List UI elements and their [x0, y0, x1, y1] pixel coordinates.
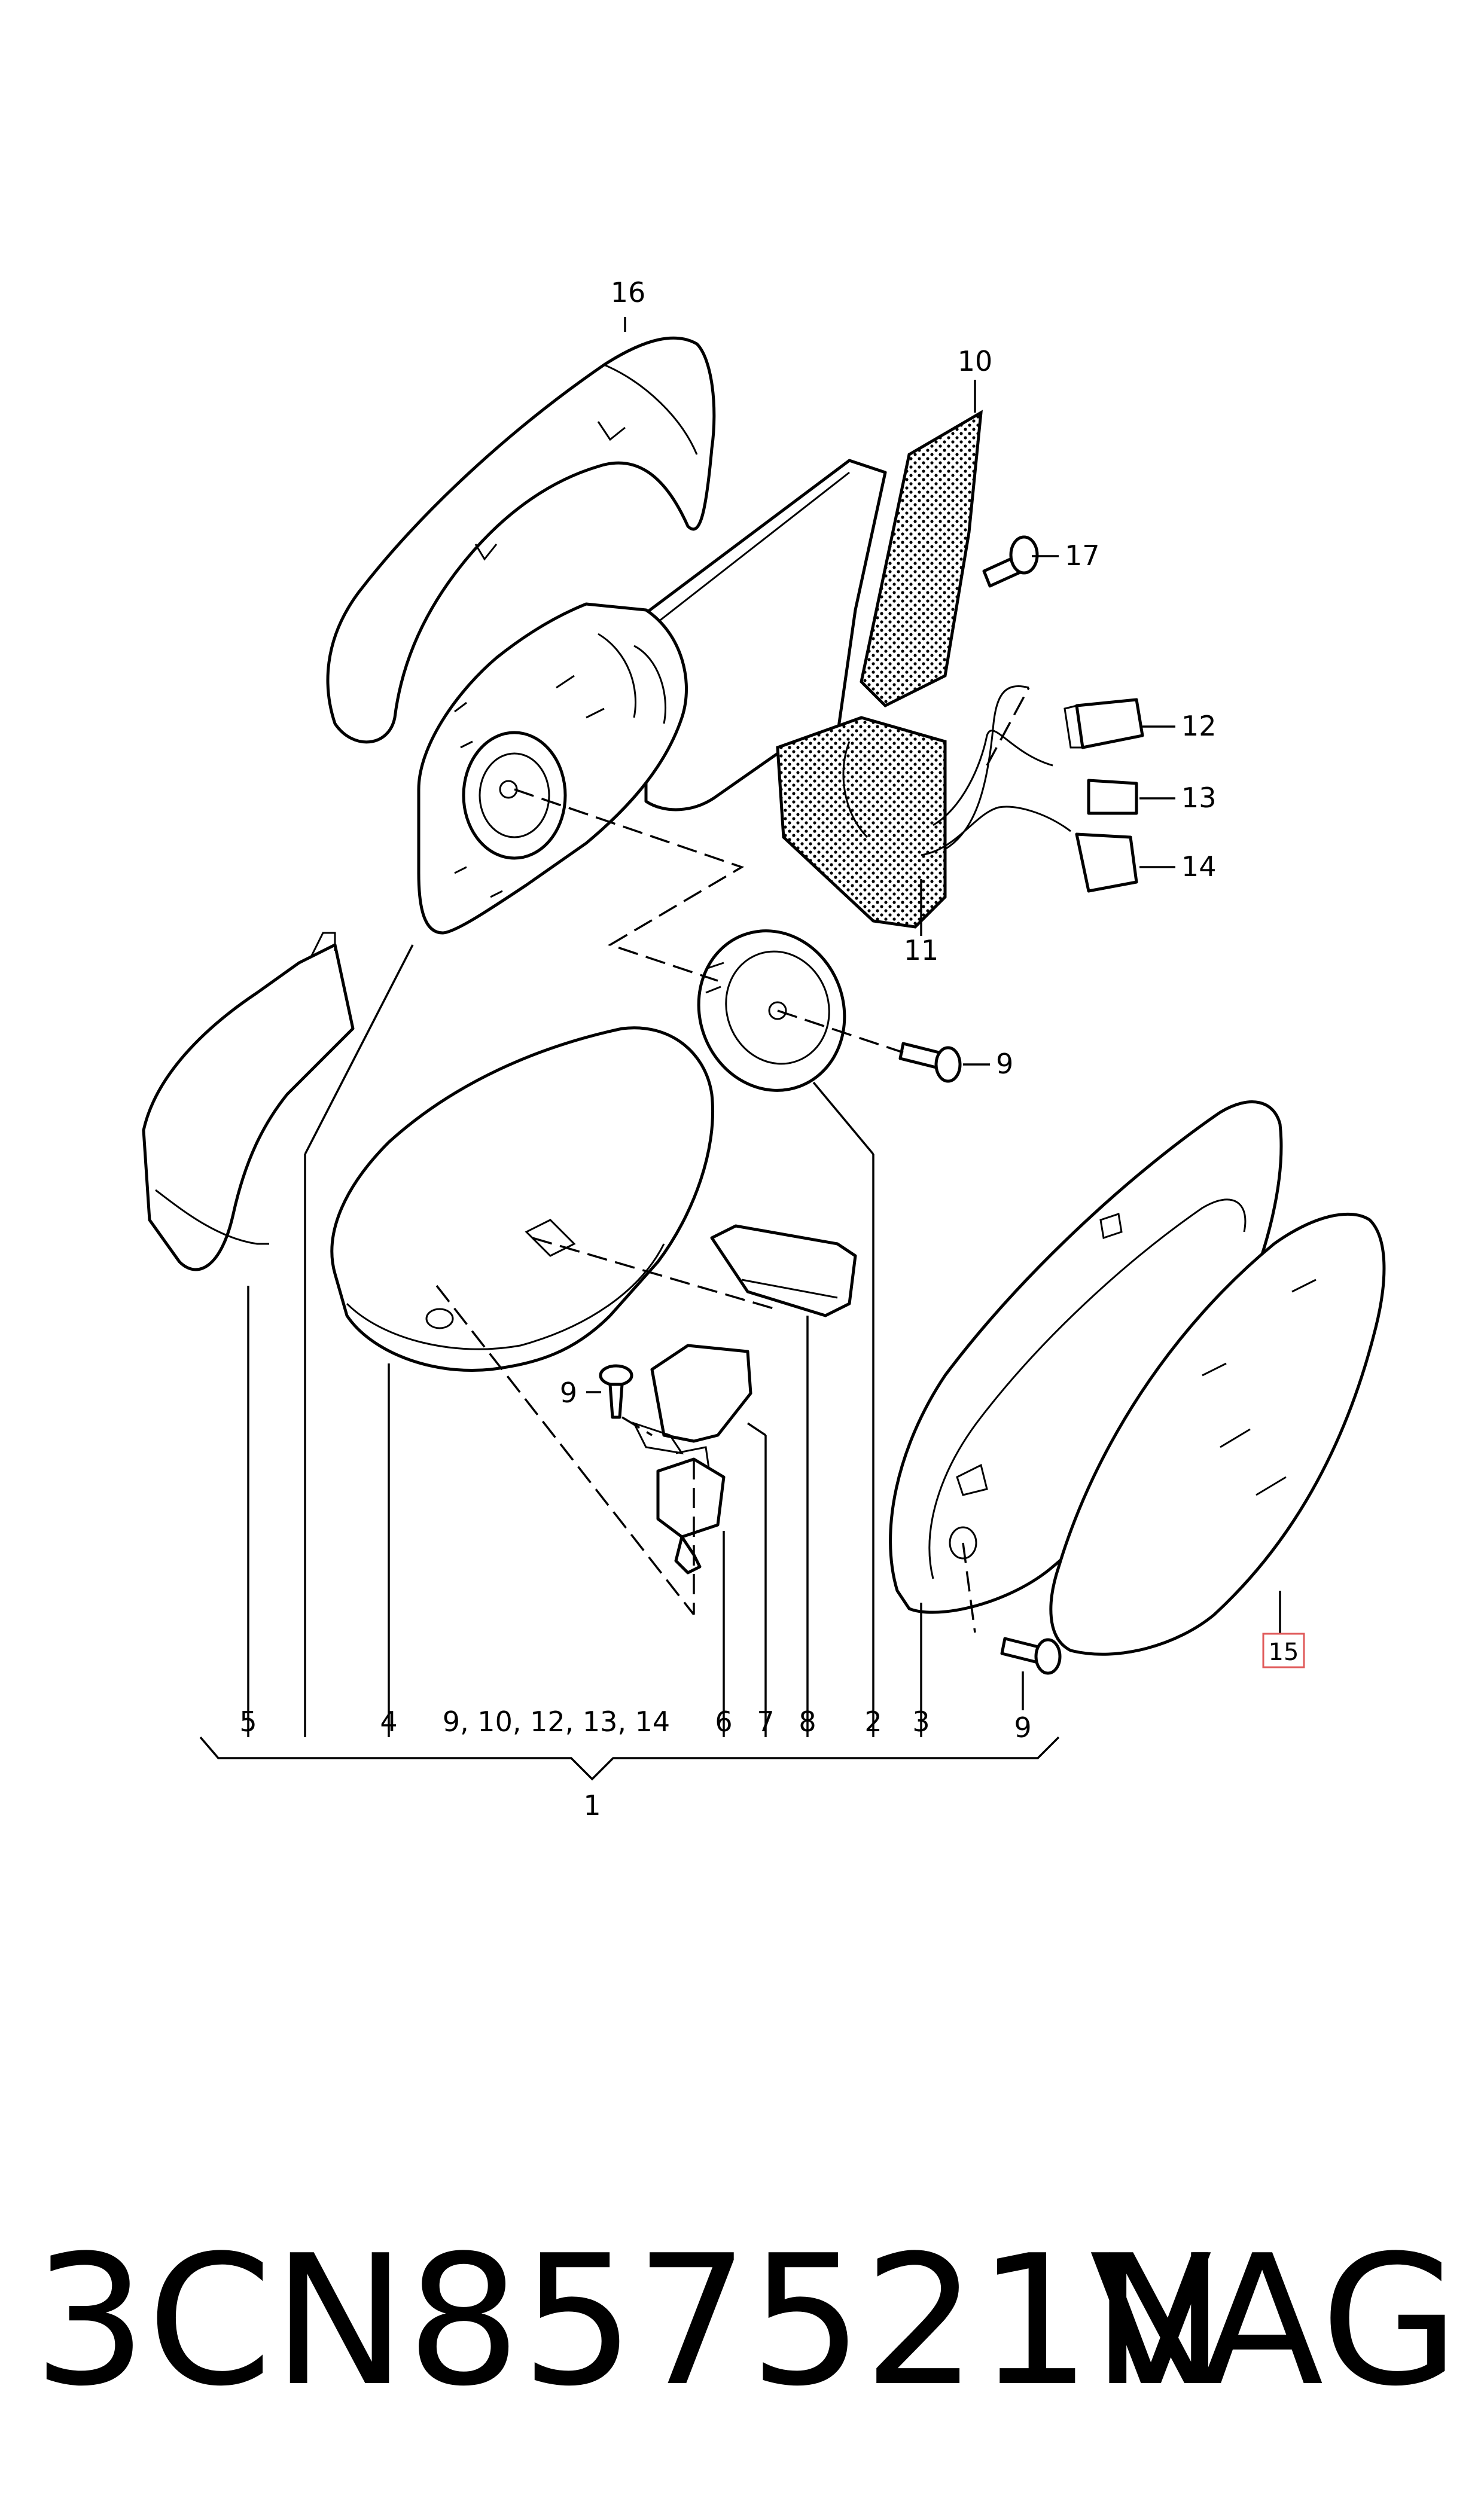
part-17-screw	[982, 535, 1039, 588]
part-5-turn-signal	[142, 932, 355, 1271]
part-9-screw-middle	[599, 1364, 633, 1419]
bottom-labels: 5 4 9, 10, 12, 13, 14 6 7 8 2 3 9 1	[239, 1706, 930, 1822]
connector-14	[1075, 832, 1138, 893]
callout-15-box	[1262, 1633, 1305, 1668]
callout-11: 11	[904, 934, 939, 966]
footer: 3CN857521N VAG	[33, 2217, 1459, 2426]
bottom-label-7: 7	[757, 1706, 774, 1738]
bottom-label-2: 2	[864, 1706, 882, 1738]
callout-14: 14	[1181, 850, 1217, 883]
bottom-label-4: 4	[380, 1706, 397, 1738]
callout-9-top: 9	[996, 1048, 1013, 1080]
part-2-adjuster-motor	[697, 929, 846, 1092]
part-4-mirror-housing	[330, 1026, 715, 1372]
callout-9-right: 9	[1014, 1711, 1031, 1744]
leader-lines	[247, 317, 1281, 1737]
callout-12: 12	[1181, 710, 1217, 742]
wiring-harness	[921, 685, 1071, 856]
bottom-label-3: 3	[912, 1706, 930, 1738]
callout-17: 17	[1065, 539, 1100, 572]
callout-16: 16	[611, 276, 646, 309]
bottom-label-6: 6	[715, 1706, 732, 1738]
part-number: 3CN857521N	[33, 2217, 1226, 2426]
assembly-dashed-lines	[435, 687, 1030, 1633]
bottom-label-group: 9, 10, 12, 13, 14	[443, 1706, 670, 1738]
connector-12	[1064, 698, 1144, 749]
callout-labels: 16 10 17 12 13 14 11 9 9 9 15	[560, 276, 1305, 1744]
part-9-screw-right	[1000, 1637, 1062, 1675]
assembly-label-1: 1	[583, 1789, 601, 1822]
callout-9-middle: 9	[560, 1377, 577, 1409]
part-2-mirror-base	[417, 459, 887, 935]
part-6-actuator	[656, 1446, 726, 1575]
part-8-puddle-lamp	[710, 1224, 857, 1317]
part-9-screw-top	[898, 1042, 962, 1083]
callout-10: 10	[958, 345, 993, 377]
callout-13: 13	[1181, 782, 1217, 814]
assembly-bracket	[199, 1736, 1060, 1781]
bottom-label-5: 5	[239, 1706, 257, 1738]
part-15-mirror-glass	[1049, 1212, 1386, 1656]
part-16-mirror-cap	[326, 336, 716, 744]
callout-15: 15	[1269, 1639, 1299, 1666]
part-7-bracket	[632, 1344, 752, 1455]
bottom-label-8: 8	[799, 1706, 816, 1738]
brand-label: VAG	[1090, 2217, 1459, 2426]
part-10-seal	[776, 410, 983, 929]
connector-13	[1087, 779, 1138, 815]
